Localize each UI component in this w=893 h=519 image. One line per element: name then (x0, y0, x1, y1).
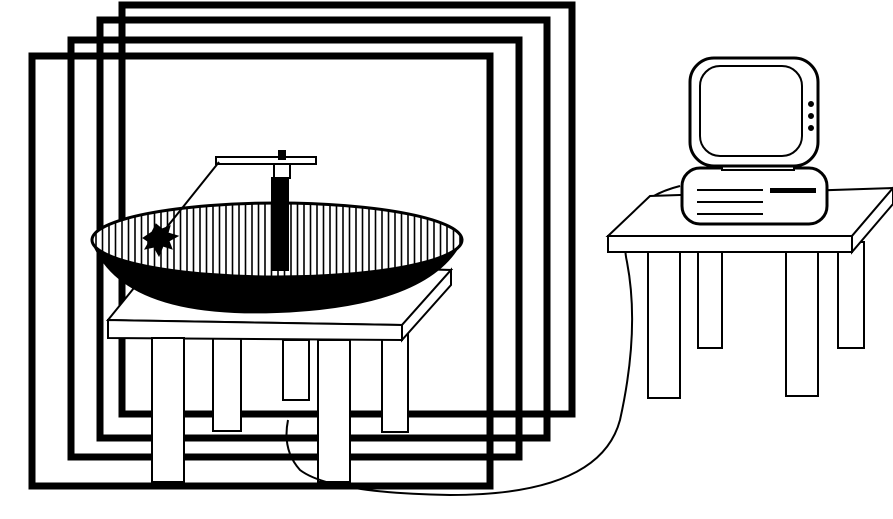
tank-table-front-leg-right (318, 340, 350, 482)
arm-mast (272, 178, 288, 270)
tank-table-front-leg-left (152, 338, 184, 482)
monitor-button-1 (809, 102, 814, 107)
arm-mast-sleeve (274, 164, 290, 178)
computer (682, 58, 827, 224)
computer-table-front-leg-right (786, 252, 818, 396)
monitor-screen (700, 66, 802, 156)
tank-table-back-leg-left (213, 335, 241, 431)
computer-table-back-leg-left (698, 252, 722, 348)
arm-crossbar (216, 157, 316, 164)
arm-mast-cap (279, 151, 285, 159)
computer-case (682, 168, 827, 224)
drive-slot (770, 188, 816, 193)
computer-table-back-leg-right (838, 242, 864, 348)
monitor-button-3 (809, 126, 814, 131)
computer-table-front-leg-left (648, 252, 680, 398)
monitor-button-2 (809, 114, 814, 119)
computer-table-front-edge (608, 236, 852, 252)
tank-table-mid-leg (283, 340, 309, 400)
